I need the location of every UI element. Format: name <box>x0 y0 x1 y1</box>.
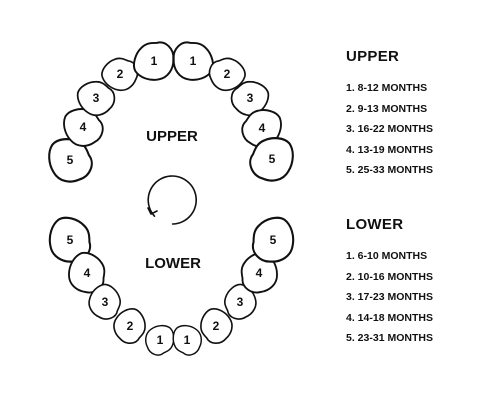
upper-right-tooth-5: 5 <box>246 133 297 185</box>
upper-right-tooth-2: 2 <box>203 50 251 98</box>
lower-left-tooth-1: 1 <box>142 322 178 358</box>
lower-right-tooth-3-label: 3 <box>237 295 244 309</box>
lower-eruption-legend: LOWER 1. 6-10 MONTHS 2. 10-16 MONTHS 3. … <box>346 216 496 353</box>
lower-right-tooth-2: 2 <box>192 303 239 350</box>
legend-item: 5. 23-31 MONTHS <box>346 332 433 344</box>
legend-item: 2. 9-13 MONTHS <box>346 102 428 115</box>
upper-right-tooth-2-label: 2 <box>224 67 231 81</box>
upper-left-tooth-4: 4 <box>58 101 108 152</box>
lower-legend-title: LOWER <box>346 216 404 233</box>
lower-left-tooth-1-label: 1 <box>157 333 164 347</box>
upper-legend-title: UPPER <box>346 48 400 65</box>
lower-right-tooth-5: 5 <box>247 214 298 267</box>
legend-item: 3. 17-23 MONTHS <box>346 291 433 303</box>
legend-item: 3. 16-22 MONTHS <box>346 123 433 135</box>
lower-left-tooth-2-label: 2 <box>127 319 134 333</box>
upper-left-tooth-2: 2 <box>96 50 144 98</box>
lower-right-tooth-2-label: 2 <box>213 319 220 333</box>
lower-left-tooth-3: 3 <box>82 279 129 326</box>
lower-right-tooth-1: 1 <box>169 322 205 358</box>
upper-right-tooth-1-label: 1 <box>190 54 197 68</box>
upper-right-tooth-4: 4 <box>237 102 287 153</box>
lower-left-tooth-2: 2 <box>107 303 154 350</box>
upper-jaw-label: UPPER <box>146 128 198 145</box>
lower-right-tooth-4-label: 4 <box>256 266 263 280</box>
upper-left-tooth-1: 1 <box>130 36 178 85</box>
upper-right-tooth-5-label: 5 <box>269 152 276 166</box>
upper-left-tooth-3: 3 <box>71 73 121 123</box>
upper-left-tooth-1-label: 1 <box>151 54 158 68</box>
lower-right-tooth-1-label: 1 <box>184 333 191 347</box>
upper-left-tooth-2-label: 2 <box>117 67 124 81</box>
upper-right-tooth-1: 1 <box>169 36 217 85</box>
upper-jaw: 5 4 3 2 1 1 2 3 <box>45 36 297 186</box>
upper-eruption-legend: UPPER 1. 8-12 MONTHS 2. 9-13 MONTHS 3. 1… <box>346 48 496 185</box>
legend-item: 4. 13-19 MONTHS <box>346 143 433 156</box>
upper-legend-list: 1. 8-12 MONTHS 2. 9-13 MONTHS 3. 16-22 M… <box>346 82 496 185</box>
legend-item: 1. 6-10 MONTHS <box>346 250 428 262</box>
lower-right-tooth-4: 4 <box>233 247 284 299</box>
legend-item: 1. 8-12 MONTHS <box>346 82 428 94</box>
lower-jaw: 5 4 3 2 1 1 2 3 <box>45 214 298 358</box>
lower-legend-list: 1. 6-10 MONTHS 2. 10-16 MONTHS 3. 17-23 … <box>346 250 496 353</box>
lower-left-tooth-4: 4 <box>62 247 113 299</box>
lower-left-tooth-4-label: 4 <box>84 266 91 280</box>
upper-left-tooth-3-label: 3 <box>93 91 100 105</box>
upper-left-tooth-5: 5 <box>45 134 96 186</box>
lower-right-tooth-5-label: 5 <box>270 233 277 247</box>
clockwise-arrow-icon <box>147 175 198 225</box>
lower-left-tooth-3-label: 3 <box>102 295 109 309</box>
legend-item: 2. 10-16 MONTHS <box>346 270 433 283</box>
legend-item: 4. 14-18 MONTHS <box>346 311 433 324</box>
upper-right-tooth-3: 3 <box>225 73 275 123</box>
upper-right-tooth-4-label: 4 <box>259 121 266 135</box>
upper-right-tooth-3-label: 3 <box>247 91 254 105</box>
lower-right-tooth-3: 3 <box>216 279 263 326</box>
lower-left-tooth-5: 5 <box>45 214 96 267</box>
lower-jaw-label: LOWER <box>145 255 201 272</box>
upper-left-tooth-4-label: 4 <box>80 120 87 134</box>
lower-left-tooth-5-label: 5 <box>67 233 74 247</box>
upper-left-tooth-5-label: 5 <box>67 153 74 167</box>
legend-item: 5. 25-33 MONTHS <box>346 164 433 176</box>
